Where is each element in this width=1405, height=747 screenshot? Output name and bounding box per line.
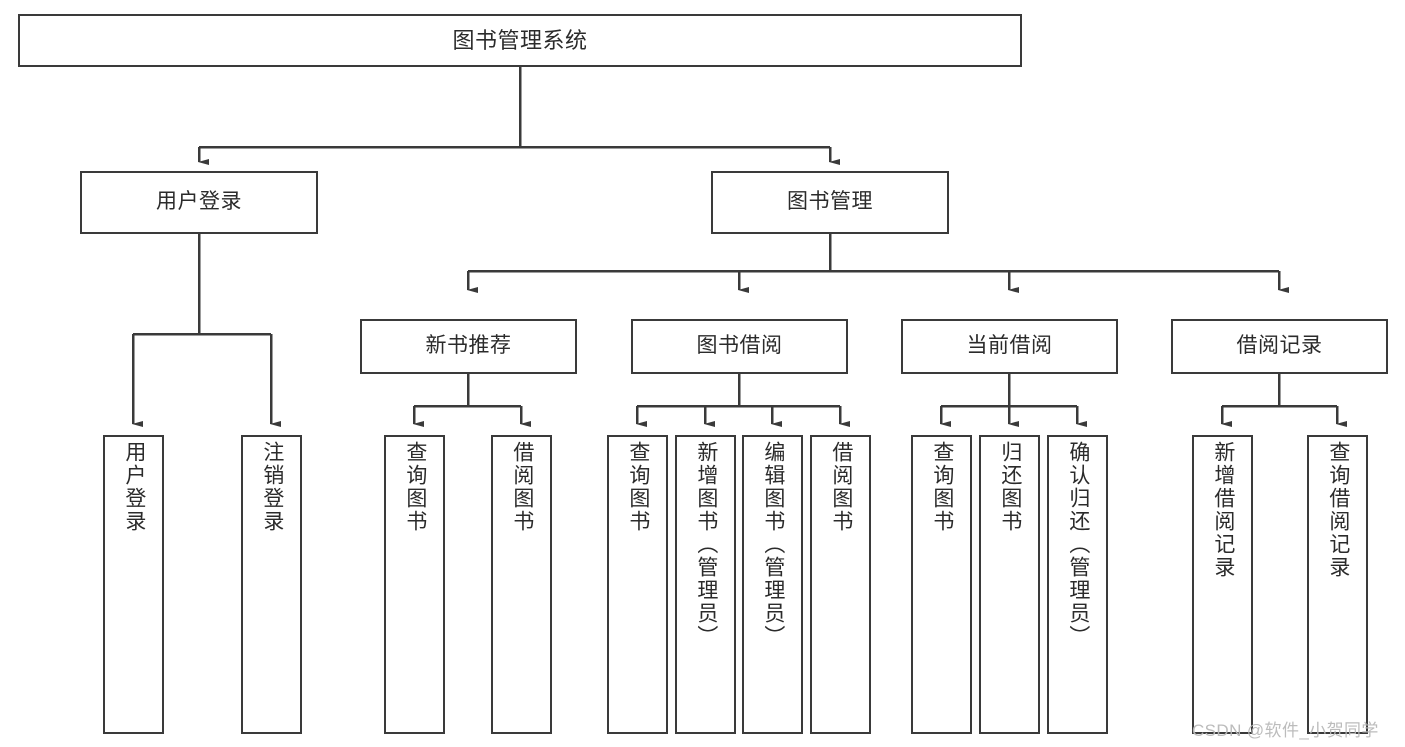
node-label: 查询图书 bbox=[930, 441, 954, 533]
node-label: 归还图书 bbox=[998, 441, 1022, 533]
leaf-current-borrow-query-book[interactable]: 查询图书 bbox=[911, 435, 972, 734]
node-label: 用户登录 bbox=[156, 190, 242, 214]
leaf-new-book-query-book[interactable]: 查询图书 bbox=[384, 435, 445, 734]
leaf-user-login-login[interactable]: 用户登录 bbox=[103, 435, 164, 734]
leaf-book-borrow-edit-book-admin[interactable]: 编辑图书（管理员） bbox=[742, 435, 803, 734]
node-label: 图书管理系统 bbox=[452, 27, 588, 53]
node-label: 查询图书 bbox=[626, 441, 650, 533]
node-label: 图书借阅 bbox=[696, 334, 783, 358]
node-label: 图书管理 bbox=[787, 190, 873, 214]
node-label: 借阅图书 bbox=[510, 441, 534, 533]
node-book-borrow[interactable]: 图书借阅 bbox=[631, 319, 848, 374]
node-new-book-recommend[interactable]: 新书推荐 bbox=[360, 319, 577, 374]
node-user-login[interactable]: 用户登录 bbox=[80, 171, 318, 234]
leaf-book-borrow-query-book[interactable]: 查询图书 bbox=[607, 435, 668, 734]
node-current-borrow[interactable]: 当前借阅 bbox=[901, 319, 1118, 374]
csdn-watermark: CSDN @软件_小贺同学 bbox=[1192, 721, 1379, 740]
node-label: 新书推荐 bbox=[425, 334, 512, 358]
node-borrow-record[interactable]: 借阅记录 bbox=[1171, 319, 1388, 374]
node-label: 当前借阅 bbox=[966, 334, 1053, 358]
leaf-book-borrow-borrow-book[interactable]: 借阅图书 bbox=[810, 435, 871, 734]
node-label: 新增借阅记录 bbox=[1211, 441, 1235, 579]
node-label: 用户登录 bbox=[122, 441, 146, 533]
leaf-user-login-logout[interactable]: 注销登录 bbox=[241, 435, 302, 734]
node-root-book-management-system[interactable]: 图书管理系统 bbox=[18, 14, 1022, 67]
node-label: 查询图书 bbox=[403, 441, 427, 533]
node-label: 编辑图书（管理员） bbox=[761, 441, 785, 648]
node-label: 确认归还（管理员） bbox=[1066, 441, 1090, 648]
node-book-management[interactable]: 图书管理 bbox=[711, 171, 949, 234]
leaf-current-borrow-return-book[interactable]: 归还图书 bbox=[979, 435, 1040, 734]
leaf-new-book-borrow-book[interactable]: 借阅图书 bbox=[491, 435, 552, 734]
node-label: 查询借阅记录 bbox=[1326, 441, 1350, 579]
node-label: 新增图书（管理员） bbox=[694, 441, 718, 648]
node-label: 注销登录 bbox=[260, 441, 284, 533]
leaf-borrow-record-query-record[interactable]: 查询借阅记录 bbox=[1307, 435, 1368, 734]
node-label: 借阅记录 bbox=[1236, 334, 1323, 358]
leaf-book-borrow-add-book-admin[interactable]: 新增图书（管理员） bbox=[675, 435, 736, 734]
node-label: 借阅图书 bbox=[829, 441, 853, 533]
leaf-current-borrow-confirm-return-admin[interactable]: 确认归还（管理员） bbox=[1047, 435, 1108, 734]
leaf-borrow-record-add-record[interactable]: 新增借阅记录 bbox=[1192, 435, 1253, 734]
